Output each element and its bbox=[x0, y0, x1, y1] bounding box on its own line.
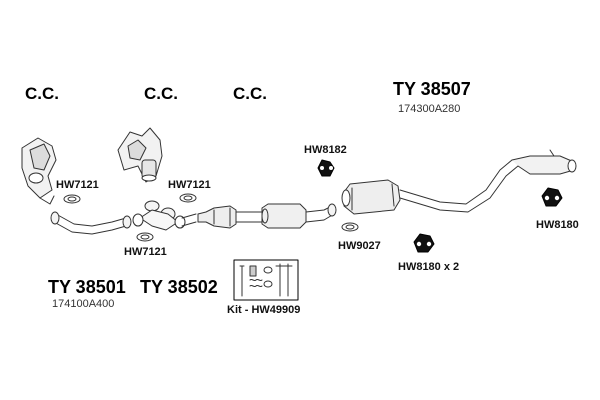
front-pipe bbox=[50, 211, 132, 235]
cc-label-2: C.C. bbox=[144, 84, 178, 103]
hanger-code-hw8180-x2: HW8180 x 2 bbox=[398, 261, 460, 273]
kit-label-hw49909: Kit - HW49909 bbox=[227, 304, 301, 316]
part-number-ty38502: TY 38502 bbox=[140, 277, 218, 297]
center-catalyst-pipe bbox=[197, 203, 337, 229]
rubber-hanger bbox=[317, 159, 335, 177]
gasket bbox=[179, 193, 197, 203]
y-pipe bbox=[132, 200, 197, 231]
rubber-hanger bbox=[541, 187, 563, 207]
cc-label-1: C.C. bbox=[25, 84, 59, 103]
gasket bbox=[136, 232, 154, 242]
catalytic-converter-middle bbox=[117, 127, 163, 183]
hanger-code-hw8180: HW8180 bbox=[536, 219, 579, 231]
cc-label-3: C.C. bbox=[233, 84, 267, 103]
oem-code-ty38507: 174300A280 bbox=[398, 103, 461, 115]
gasket-code-hw7121-a: HW7121 bbox=[56, 179, 99, 191]
gasket-code-hw9027: HW9027 bbox=[338, 240, 381, 252]
rubber-hanger bbox=[413, 233, 435, 253]
catalytic-converter-left bbox=[21, 137, 57, 205]
gasket bbox=[63, 194, 81, 204]
rear-muffler-assembly bbox=[341, 149, 577, 215]
gasket-code-hw7121-c: HW7121 bbox=[124, 246, 167, 258]
part-number-ty38501: TY 38501 bbox=[48, 277, 126, 297]
oem-code-ty38501: 174100A400 bbox=[52, 298, 115, 310]
part-number-ty38507: TY 38507 bbox=[393, 79, 471, 99]
gasket-code-hw7121-b: HW7121 bbox=[168, 179, 211, 191]
gasket bbox=[341, 222, 359, 232]
fitting-kit bbox=[233, 259, 299, 301]
hanger-code-hw8182: HW8182 bbox=[304, 144, 347, 156]
